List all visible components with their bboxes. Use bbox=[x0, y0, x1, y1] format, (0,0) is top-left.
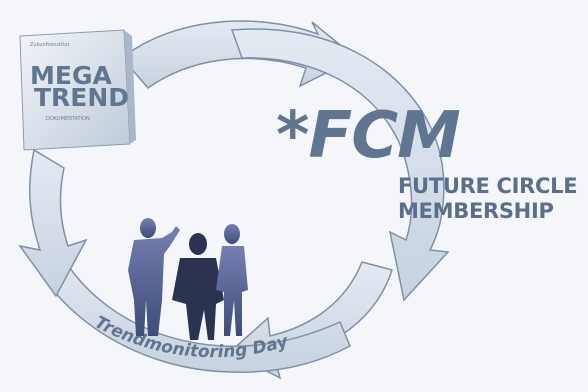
book-title-line1: MEGA bbox=[30, 61, 112, 90]
book-subtitle: DOKUMENTATION bbox=[46, 116, 90, 122]
fcm-subtitle-line1: FUTURE CIRCLE bbox=[398, 174, 578, 198]
cycle-arrow-left bbox=[18, 148, 88, 298]
person-middle-silhouette bbox=[172, 233, 224, 340]
book-title-line2: TREND bbox=[34, 83, 129, 112]
book-header: Zukunftsinstitut bbox=[30, 42, 70, 48]
person-right-silhouette bbox=[216, 224, 248, 336]
fcm-subtitle: FUTURE CIRCLE MEMBERSHIP bbox=[398, 174, 578, 224]
cycle-arrow-right bbox=[230, 28, 450, 302]
fcm-logo-mark: *FCM bbox=[276, 99, 461, 173]
person-left-silhouette bbox=[128, 218, 180, 336]
fcm-subtitle-line2: MEMBERSHIP bbox=[398, 199, 554, 223]
people-silhouettes bbox=[128, 218, 248, 340]
megatrend-book: Zukunftsinstitut MEGA TREND DOKUMENTATIO… bbox=[19, 29, 136, 151]
